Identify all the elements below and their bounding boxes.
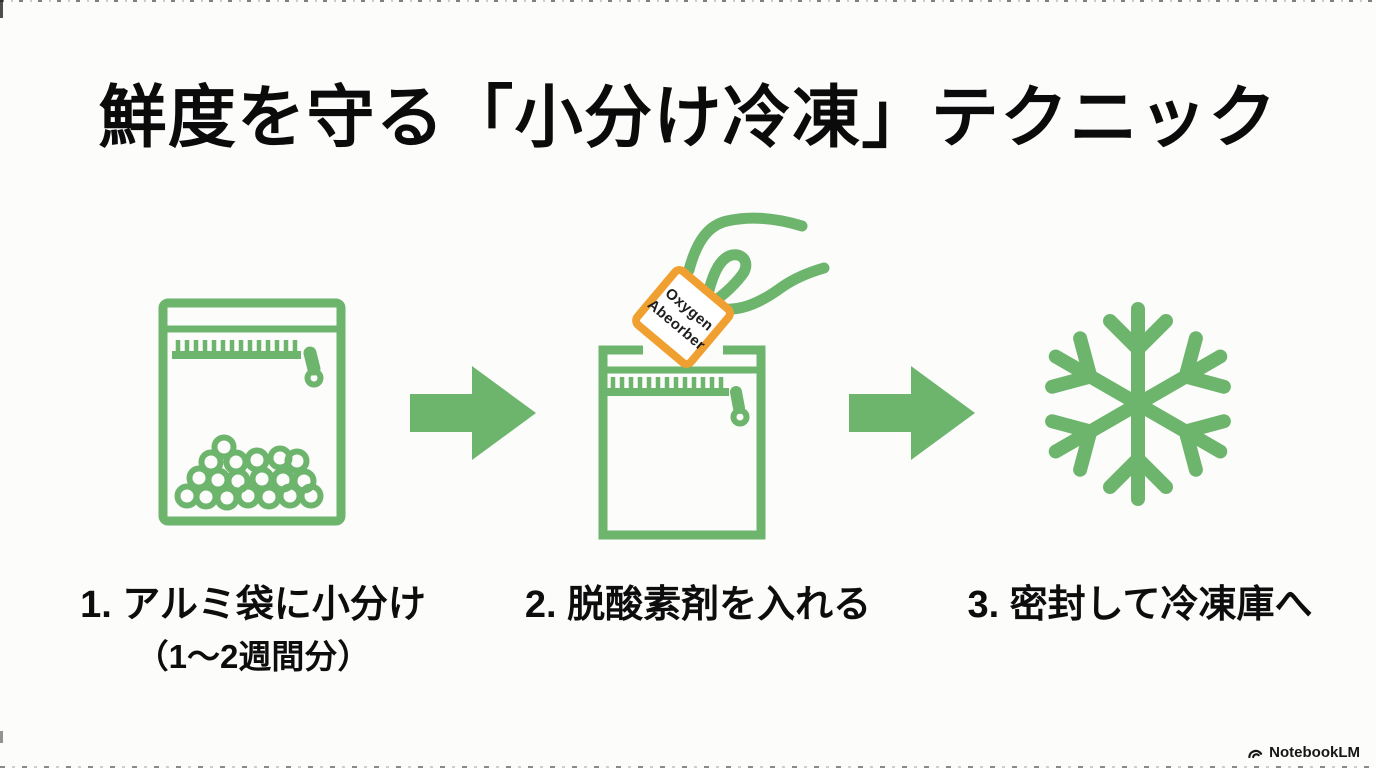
step-1-label: 1. アルミ袋に小分け （1〜2週間分）: [55, 584, 451, 676]
hand-inserting-oxygen-absorber-icon: Oxygen Abeorber: [598, 212, 830, 540]
arrow-right-icon: [410, 366, 536, 460]
notebooklm-watermark: NotebookLM: [1247, 744, 1360, 761]
watermark-brand-label: NotebookLM: [1269, 744, 1360, 761]
bag-contents-beans: [174, 434, 324, 511]
step-3-label: 3. 密封して冷凍庫へ: [967, 584, 1313, 626]
notebooklm-logo-icon: [1248, 749, 1263, 759]
step-2-label: 2. 脱酸素剤を入れる: [524, 584, 872, 626]
step-1-label-text: 1. アルミ袋に小分け: [80, 584, 426, 626]
bag-outline: [158, 298, 346, 526]
step-1-sublabel-text: （1〜2週間分）: [135, 637, 371, 675]
video-edge-artifact-top: [0, 0, 1376, 2]
page-title: 鮮度を守る「小分け冷凍」テクニック: [98, 80, 1278, 156]
video-edge-artifact-corner: [0, 0, 3, 18]
zipper: [172, 340, 324, 388]
oxygen-absorber-packet: Oxygen Abeorber: [632, 266, 734, 368]
bag-outline: [598, 345, 766, 540]
arrow-right-icon: [849, 366, 975, 460]
snowflake-icon: [1045, 302, 1231, 506]
zip-bag-with-contents-icon: [158, 298, 346, 526]
video-edge-artifact-left: [0, 731, 3, 743]
zipper: [606, 377, 750, 427]
